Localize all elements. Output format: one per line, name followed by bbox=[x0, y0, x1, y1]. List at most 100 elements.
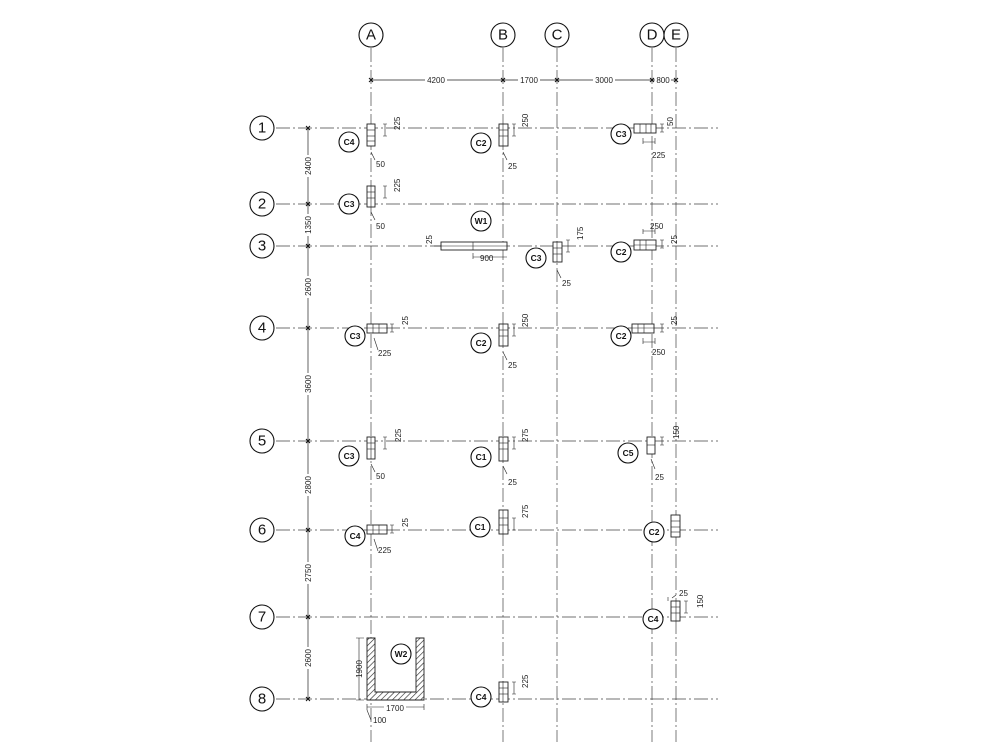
column-a2: 225 50 C3 bbox=[338, 178, 402, 231]
offset-b1-b: 25 bbox=[508, 162, 517, 171]
grid-bubble-b bbox=[490, 22, 516, 48]
offset-a1-v: 225 bbox=[393, 116, 402, 130]
grid-label-3: 3 bbox=[258, 238, 266, 255]
tag-bubble-c5-d5 bbox=[617, 442, 639, 464]
tag-c4-e7: C4 bbox=[648, 614, 659, 624]
tag-c4-a6: C4 bbox=[350, 531, 361, 541]
dim-b-c: 1700 bbox=[520, 76, 538, 85]
grid-label-2: 2 bbox=[258, 196, 266, 213]
offset-e7-top: 25 bbox=[679, 589, 688, 598]
column-e7: 25 150 C4 bbox=[642, 589, 705, 630]
grid-bubble-a bbox=[358, 22, 384, 48]
dim-6-7: 2750 bbox=[304, 564, 313, 582]
tag-bubble-c1-b6 bbox=[469, 516, 491, 538]
tag-bubble-c4-e7 bbox=[642, 608, 664, 630]
dim-d-e: 800 bbox=[656, 76, 670, 85]
dim-5-6: 2800 bbox=[304, 476, 313, 494]
offset-a6-b: 225 bbox=[378, 546, 392, 555]
tag-c2-b4: C2 bbox=[476, 338, 487, 348]
dim-a-b: 4200 bbox=[427, 76, 445, 85]
tag-c4-b8: C4 bbox=[476, 692, 487, 702]
tag-c3-a5: C3 bbox=[344, 451, 355, 461]
top-dimension-chain: 4200 1700 3000 800 bbox=[368, 75, 679, 85]
dim-c-d: 3000 bbox=[595, 76, 613, 85]
tag-bubble-c2-d4 bbox=[610, 325, 632, 347]
grid-label-e: E bbox=[671, 27, 681, 44]
grid-label-d: D bbox=[647, 27, 658, 44]
offset-b4-v: 250 bbox=[521, 313, 530, 327]
tag-c1-b5: C1 bbox=[476, 452, 487, 462]
offset-d3-v: 25 bbox=[670, 235, 679, 244]
grid-bubble-e bbox=[663, 22, 689, 48]
grid-label-b: B bbox=[498, 27, 508, 44]
wall-w2: 1900 1700 100 W2 bbox=[355, 637, 425, 725]
offset-d4-b: 250 bbox=[652, 348, 666, 357]
column-c3: 175 25 C3 bbox=[525, 226, 585, 288]
tag-bubble-c4-a6 bbox=[344, 525, 366, 547]
tag-bubble-c3-c3 bbox=[525, 247, 547, 269]
offset-a4-v: 25 bbox=[401, 316, 410, 325]
offset-b5-b: 25 bbox=[508, 478, 517, 487]
offset-c3-v: 175 bbox=[576, 226, 585, 240]
column-b8: 225 C4 bbox=[470, 674, 530, 708]
column-e6: C2 bbox=[643, 514, 681, 543]
column-a6: 25 225 C4 bbox=[344, 518, 410, 555]
tag-c2-d4: C2 bbox=[616, 331, 627, 341]
column-a5: 225 50 C3 bbox=[338, 428, 403, 481]
tag-w1: W1 bbox=[475, 216, 488, 226]
column-a4: 25 225 C3 bbox=[344, 316, 410, 358]
tag-bubble-w2 bbox=[390, 643, 412, 665]
offset-a1-b: 50 bbox=[376, 160, 385, 169]
grid-label-6: 6 bbox=[258, 522, 266, 539]
tag-c3-a2: C3 bbox=[344, 199, 355, 209]
grid-bubble-4 bbox=[249, 315, 275, 341]
dim-w2-width: 1700 bbox=[386, 704, 404, 713]
grid-bubble-5 bbox=[249, 428, 275, 454]
offset-a2-b: 50 bbox=[376, 222, 385, 231]
grid-bubble-7 bbox=[249, 604, 275, 630]
tag-bubble-c2-b1 bbox=[470, 132, 492, 154]
offset-a6-v: 25 bbox=[401, 518, 410, 527]
grid-label-7: 7 bbox=[258, 609, 266, 626]
tag-bubble-c1-b5 bbox=[470, 446, 492, 468]
offset-b5-v: 275 bbox=[521, 428, 530, 442]
tag-c5-d5: C5 bbox=[623, 448, 634, 458]
tag-c2-e6: C2 bbox=[649, 527, 660, 537]
tag-c3-c3: C3 bbox=[531, 253, 542, 263]
column-b5: 275 25 C1 bbox=[470, 428, 530, 487]
offset-d5-b: 25 bbox=[655, 473, 664, 482]
left-dimension-chain: 2400 1350 2600 3600 2800 2750 2600 bbox=[303, 125, 313, 702]
column-b6: 275 C1 bbox=[469, 504, 530, 538]
dim-w1-length: 900 bbox=[480, 254, 494, 263]
offset-b8-v: 225 bbox=[521, 674, 530, 688]
offset-b1-v: 250 bbox=[521, 113, 530, 127]
tag-bubble-c2-b4 bbox=[470, 332, 492, 354]
offset-a5-b: 50 bbox=[376, 472, 385, 481]
offset-d4-v: 25 bbox=[670, 316, 679, 325]
grid-bubble-2 bbox=[249, 191, 275, 217]
dim-2-3: 1350 bbox=[304, 216, 313, 234]
column-a1: 225 50 C4 bbox=[338, 116, 402, 169]
tag-c1-b6: C1 bbox=[475, 522, 486, 532]
offset-d5-v: 150 bbox=[672, 425, 681, 439]
offset-a5-v: 225 bbox=[394, 428, 403, 442]
offset-d1-v: 50 bbox=[666, 117, 675, 126]
grid-label-1: 1 bbox=[258, 120, 266, 137]
offset-b4-b: 25 bbox=[508, 361, 517, 370]
tag-bubble-c3-a5 bbox=[338, 445, 360, 467]
grid-label-a: A bbox=[366, 27, 376, 44]
column-d3: 250 25 C2 bbox=[610, 222, 679, 263]
tag-bubble-c2-d3 bbox=[610, 241, 632, 263]
tag-bubble-c4-a1 bbox=[338, 131, 360, 153]
grid-label-5: 5 bbox=[258, 433, 266, 450]
row-grid-bubbles: 1 2 3 4 5 6 7 8 bbox=[249, 115, 275, 712]
dim-3-4: 2600 bbox=[304, 278, 313, 296]
tag-c2-d3: C2 bbox=[616, 247, 627, 257]
wall-w1: 25 900 W1 bbox=[425, 210, 508, 263]
column-d1: 50 225 C3 bbox=[610, 117, 675, 160]
tag-bubble-w1 bbox=[470, 210, 492, 232]
tag-bubble-c2-e6 bbox=[643, 521, 665, 543]
offset-c3-b: 25 bbox=[562, 279, 571, 288]
grid-label-4: 4 bbox=[258, 320, 266, 337]
